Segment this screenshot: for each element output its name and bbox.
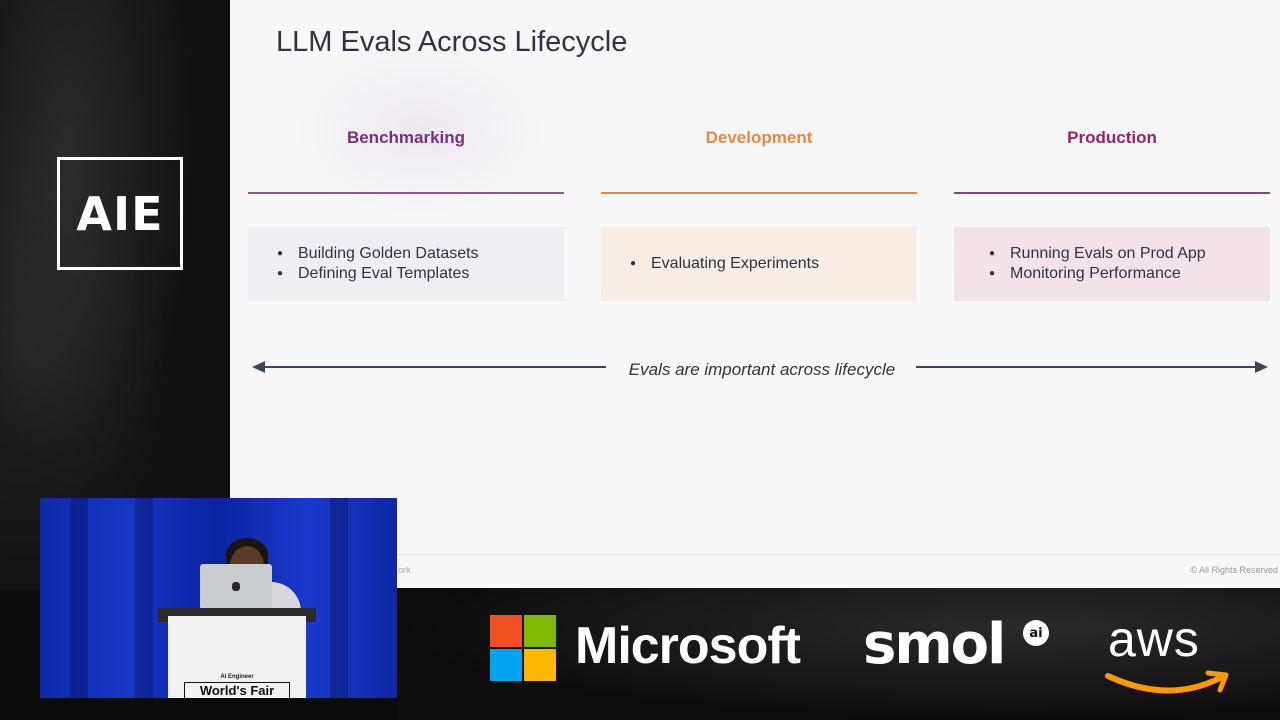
microsoft-square-red: [490, 615, 522, 647]
column-heading-development: Development: [705, 128, 813, 147]
lifecycle-caption: Evals are important across lifecycle: [628, 360, 896, 379]
column-box-production: ● Running Evals on Prod App ● Monitoring P…: [954, 227, 1270, 301]
list-item-text: Monitoring Performance: [1010, 265, 1181, 282]
microsoft-wordmark: Microsoft: [575, 617, 801, 675]
list-item-text: Defining Eval Templates: [298, 265, 470, 282]
column-heading-benchmarking: Benchmarking: [346, 128, 466, 147]
podium-sign-small: AI Engineer: [220, 674, 254, 680]
apple-logo-icon: [232, 582, 240, 591]
left-branding-panel: [0, 0, 230, 590]
smol-ai-badge: ai: [1023, 620, 1049, 646]
list-item: ● Building Golden Datasets: [262, 244, 564, 264]
bullet-icon: ●: [276, 248, 284, 259]
list-item: ● Monitoring Performance: [974, 264, 1270, 284]
column-rule-benchmarking: [248, 192, 564, 194]
column-rule-development: [601, 192, 917, 194]
column-box-benchmarking: ● Building Golden Datasets ● Defining Eval…: [248, 227, 564, 301]
slide-background-glow: [290, 40, 550, 220]
aws-wordmark: aws: [1108, 611, 1200, 667]
podium-sign: World's Fair: [184, 682, 290, 698]
bullet-icon: ●: [276, 268, 284, 279]
aie-logo: AIE: [57, 157, 183, 270]
microsoft-square-yellow: [524, 649, 556, 681]
bullet-icon: ●: [629, 258, 637, 269]
podium: [168, 616, 306, 698]
arrow-left-icon: [252, 361, 265, 373]
arrow-line-left: [262, 366, 606, 368]
slide-footer-left: ork: [398, 565, 411, 575]
microsoft-logo-icon: [490, 615, 556, 681]
list-item-text: Building Golden Datasets: [298, 245, 479, 262]
list-item: ● Evaluating Experiments: [615, 254, 917, 274]
sponsor-bar: Microsoft smol ai aws: [397, 588, 1280, 720]
presentation-slide: LLM Evals Across Lifecycle Benchmarking …: [230, 0, 1280, 588]
aws-smile-icon: [1105, 670, 1229, 694]
microsoft-square-blue: [490, 649, 522, 681]
column-rule-production: [954, 192, 1270, 194]
list-item: ● Running Evals on Prod App: [974, 244, 1270, 264]
smol-wordmark: smol: [863, 612, 1006, 677]
slide-footer-divider: [230, 554, 1280, 555]
bullet-icon: ●: [988, 268, 996, 279]
bullet-icon: ●: [988, 248, 996, 259]
laptop: [200, 564, 272, 610]
slide-title: LLM Evals Across Lifecycle: [276, 26, 628, 58]
list-item-text: Running Evals on Prod App: [1010, 245, 1206, 262]
microsoft-square-green: [524, 615, 556, 647]
list-item: ● Defining Eval Templates: [262, 264, 564, 284]
arrow-line-right: [916, 366, 1258, 368]
column-box-development: ● Evaluating Experiments: [601, 227, 917, 301]
speaker-video: AI Engineer World's Fair: [40, 498, 397, 698]
list-item-text: Evaluating Experiments: [651, 255, 820, 272]
curtain-fold: [330, 498, 348, 698]
curtain-fold: [135, 498, 153, 698]
curtain-fold: [70, 498, 88, 698]
column-heading-production: Production: [1067, 128, 1157, 147]
arrow-right-icon: [1255, 361, 1268, 373]
slide-footer-copyright: © All Rights Reserved: [1190, 565, 1278, 575]
